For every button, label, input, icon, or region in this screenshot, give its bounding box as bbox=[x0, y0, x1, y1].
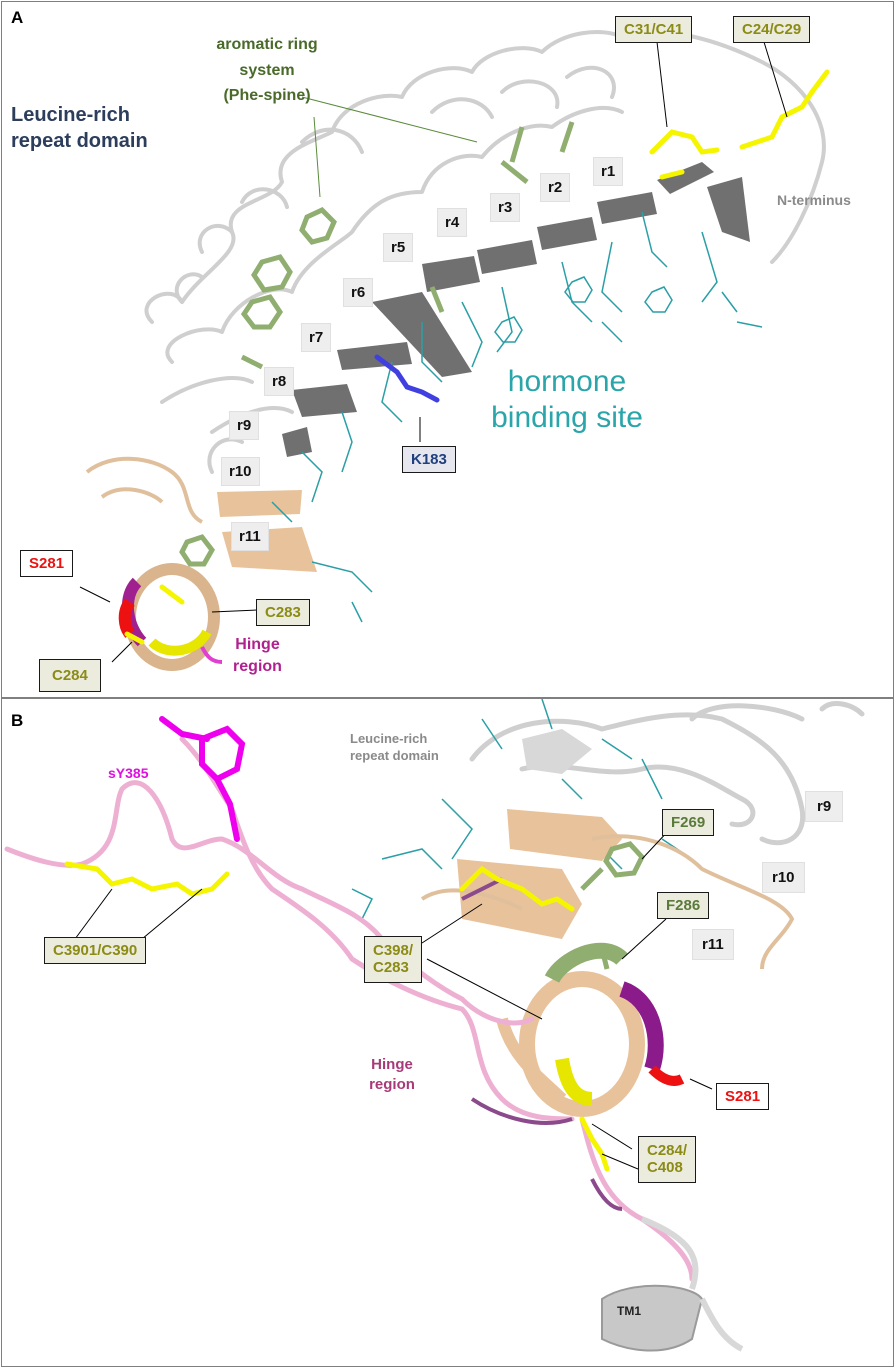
c284-line2: C408 bbox=[647, 1159, 683, 1177]
hinge-line2: region bbox=[233, 657, 282, 675]
sulfotyrosine bbox=[159, 716, 246, 842]
repeat-r1: r1 bbox=[593, 157, 624, 186]
tm1-helix bbox=[601, 1216, 744, 1352]
binding-site-sidechains bbox=[271, 211, 763, 623]
residue-f286: F286 bbox=[657, 892, 710, 919]
annotation-leaders-b bbox=[74, 828, 713, 1170]
residue-c3901-c390: C3901/C390 bbox=[44, 937, 147, 964]
repeat-r10-b: r10 bbox=[762, 862, 805, 893]
hinge-line1: Hinge bbox=[235, 636, 280, 653]
repeat-r9-b: r9 bbox=[805, 791, 844, 822]
lrr-domain-label-b: Leucine-rich repeat domain bbox=[350, 731, 439, 765]
panel-letter-a: A bbox=[11, 8, 24, 27]
sy385-label: sY385 bbox=[108, 765, 149, 781]
cysteine-bridges-b bbox=[64, 861, 610, 1172]
domain-title: Leucine-rich repeat domain bbox=[11, 102, 148, 154]
phenylalanine-rings bbox=[580, 841, 646, 970]
aromatic-line1: aromatic ring bbox=[216, 36, 318, 53]
repeat-r9: r9 bbox=[229, 411, 260, 440]
lrr-domain-line1-b: Leucine-rich bbox=[350, 731, 428, 746]
beta-strands bbox=[282, 162, 750, 457]
lysine-sidechain bbox=[374, 354, 440, 403]
repeat-r3: r3 bbox=[490, 193, 521, 222]
repeat-r6: r6 bbox=[343, 278, 374, 307]
n-terminus-label: N-terminus bbox=[777, 192, 851, 208]
panel-b: B Leucine-rich repeat domain sY385 Hinge… bbox=[1, 698, 894, 1367]
residue-c284-c408: C284/ C408 bbox=[638, 1136, 697, 1183]
domain-title-line2: repeat domain bbox=[11, 130, 148, 152]
hormone-line2: binding site bbox=[491, 401, 643, 434]
repeat-r2: r2 bbox=[540, 173, 571, 202]
repeat-r8: r8 bbox=[264, 367, 295, 396]
residue-c283: C283 bbox=[256, 599, 310, 626]
tm1-label: TM1 bbox=[617, 1304, 641, 1318]
lrr-domain-line2-b: repeat domain bbox=[350, 747, 439, 763]
c398-line2: C283 bbox=[373, 959, 409, 977]
aromatic-line3: (Phe-spine) bbox=[223, 87, 311, 105]
repeat-r11-b: r11 bbox=[692, 929, 734, 960]
tan-beta-strands bbox=[457, 809, 622, 939]
residue-s281: S281 bbox=[20, 550, 74, 577]
hinge-helix bbox=[496, 942, 685, 1117]
hinge-structure-illustration bbox=[4, 699, 865, 1352]
hinge-line1-b: Hinge bbox=[371, 1056, 413, 1073]
c284-line1: C284/ bbox=[647, 1142, 688, 1159]
phe-spine-rings bbox=[179, 121, 575, 567]
lrr-structure-illustration bbox=[79, 29, 830, 671]
aromatic-ring-label: aromatic ring system (Phe-spine) bbox=[207, 32, 327, 109]
residue-k183: K183 bbox=[402, 446, 456, 473]
residue-c24-c29: C24/C29 bbox=[733, 16, 811, 43]
hinge-line2-b: region bbox=[369, 1075, 415, 1093]
grey-arrow-strand bbox=[522, 729, 592, 774]
residue-s281-b: S281 bbox=[716, 1083, 770, 1110]
hormone-binding-site-label: hormone binding site bbox=[482, 364, 652, 436]
repeat-r7: r7 bbox=[301, 323, 332, 352]
residue-f269: F269 bbox=[662, 809, 715, 836]
hinge-region-label: Hinge region bbox=[220, 634, 295, 677]
panel-a: A Leucine-rich repeat domain aromatic ri… bbox=[1, 1, 894, 698]
purple-loop-segments bbox=[461, 877, 623, 1211]
residue-c398-c283: C398/ C283 bbox=[364, 936, 423, 983]
annotation-leaders bbox=[79, 41, 788, 663]
repeat-r11: r11 bbox=[231, 522, 269, 551]
c398-line1: C398/ bbox=[373, 942, 414, 959]
hormone-line1: hormone bbox=[507, 365, 627, 398]
cysteine-bridges bbox=[124, 69, 830, 645]
residue-c284: C284 bbox=[39, 659, 101, 692]
hinge-region-label-b: Hinge region bbox=[352, 1055, 432, 1094]
repeat-r4: r4 bbox=[437, 208, 468, 237]
domain-title-line1: Leucine-rich bbox=[11, 104, 130, 126]
repeat-r10: r10 bbox=[221, 457, 260, 486]
repeat-r5: r5 bbox=[383, 233, 414, 262]
aromatic-line2: system bbox=[239, 61, 295, 79]
aromatic-leaders bbox=[301, 96, 478, 198]
residue-c31-c41: C31/C41 bbox=[615, 16, 693, 43]
panel-letter-b: B bbox=[11, 711, 24, 730]
